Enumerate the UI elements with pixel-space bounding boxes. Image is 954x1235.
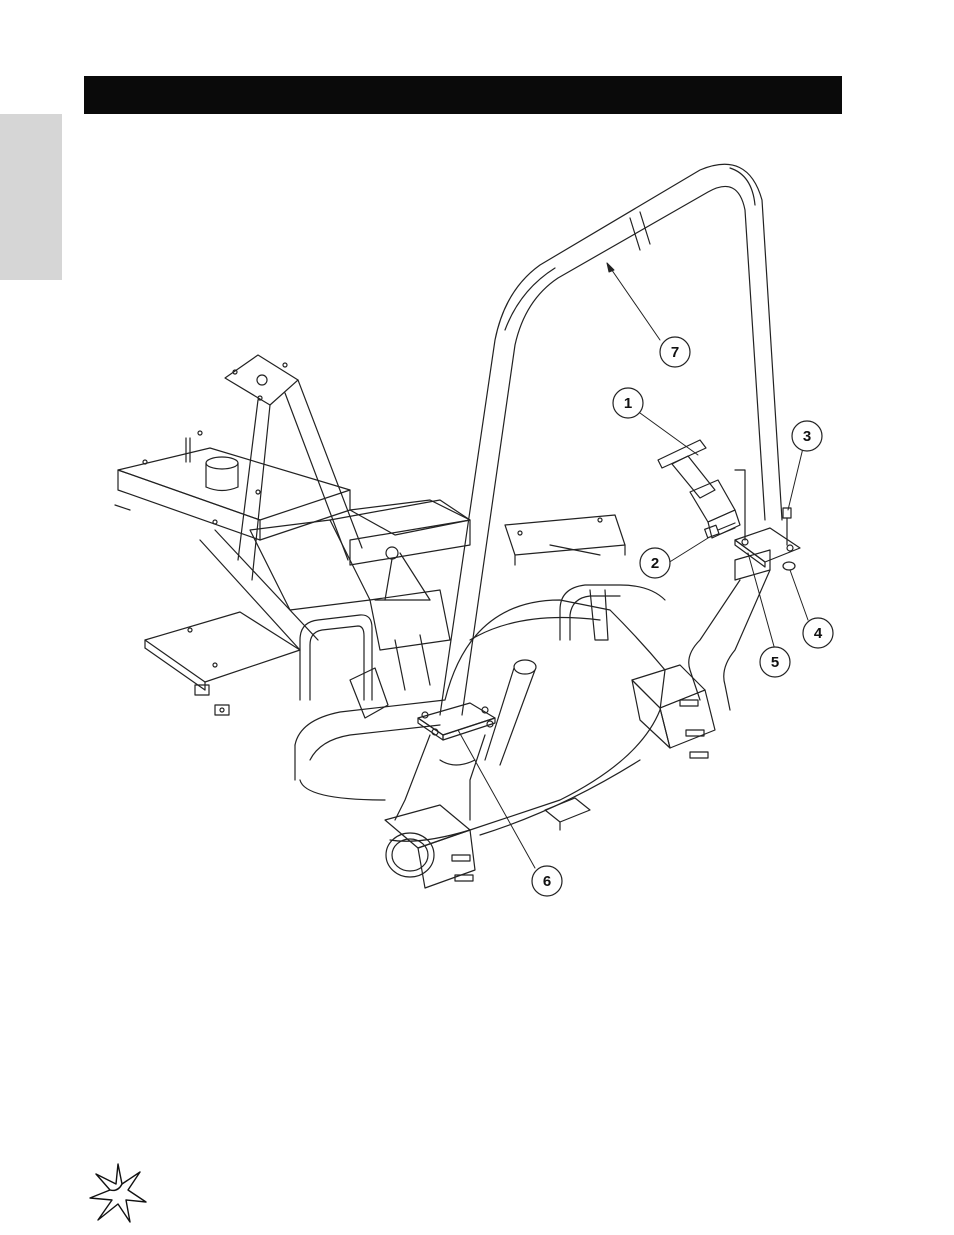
callout-5: 5 <box>760 647 790 677</box>
svg-text:7: 7 <box>671 344 679 361</box>
callout-2: 2 <box>640 548 670 578</box>
roll-bar <box>440 164 782 715</box>
svg-text:2: 2 <box>651 555 659 572</box>
right-bracket-hardware <box>735 470 800 570</box>
column-mount-upright <box>225 355 362 580</box>
svg-text:4: 4 <box>814 625 823 642</box>
svg-text:3: 3 <box>803 428 811 445</box>
base-floor-pan <box>295 585 665 841</box>
tube-pipe <box>485 660 536 765</box>
mounting-plate-left <box>418 703 495 740</box>
left-hoop-bracket <box>300 615 388 718</box>
callout-3: 3 <box>792 421 822 451</box>
left-support-leg <box>385 735 485 888</box>
svg-text:1: 1 <box>624 395 632 412</box>
callout-7: 7 <box>660 337 690 367</box>
svg-text:6: 6 <box>543 873 551 890</box>
linkage-arms <box>370 547 450 690</box>
svg-text:5: 5 <box>771 654 779 671</box>
starburst-logo <box>88 1162 148 1224</box>
chassis-rails <box>145 500 625 715</box>
callout-6: 6 <box>532 866 562 896</box>
leader-lines <box>458 263 808 868</box>
callout-4: 4 <box>803 618 833 648</box>
pin-part <box>658 440 740 538</box>
right-support-leg <box>632 550 770 758</box>
frame-rear-deck <box>115 431 350 540</box>
callout-1: 1 <box>613 388 643 418</box>
